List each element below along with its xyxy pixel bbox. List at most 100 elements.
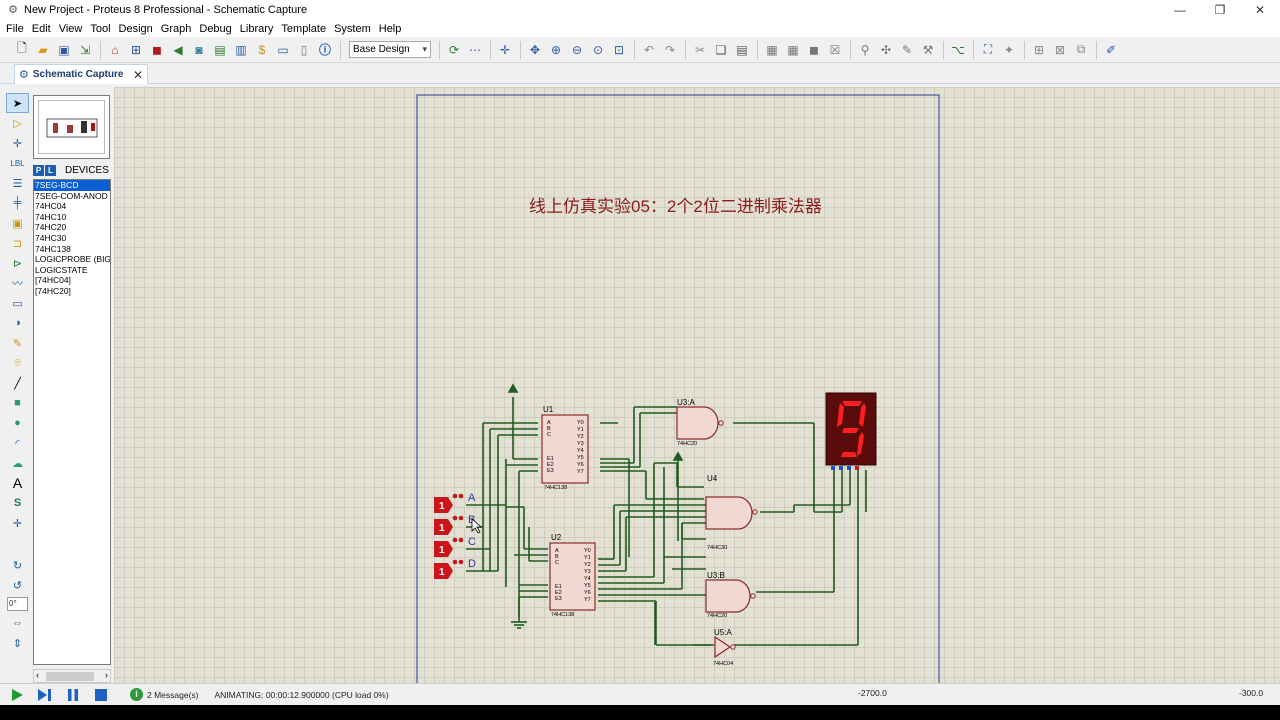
list-item[interactable]: LOGICPROBE (BIG <box>35 254 111 265</box>
notes-icon[interactable]: ▯ <box>300 42 308 57</box>
step-icon[interactable] <box>34 686 56 704</box>
bom-icon[interactable]: ▤ <box>214 42 226 57</box>
restore-icon[interactable]: ❐ <box>1214 3 1226 17</box>
menu-template[interactable]: Template <box>281 22 327 35</box>
list-item[interactable]: 74HC10 <box>35 211 67 222</box>
graph-mode-icon[interactable]: 〰 <box>12 278 23 290</box>
list-item[interactable]: 7SEG-COM-ANOD <box>35 190 108 201</box>
generator-icon[interactable]: ◑ <box>14 317 21 329</box>
library-manager-button[interactable]: L <box>45 164 56 176</box>
list-item[interactable]: LOGICSTATE <box>35 264 88 275</box>
play-icon[interactable] <box>6 686 28 704</box>
refresh-icon[interactable]: ⟳ <box>448 42 460 57</box>
cut-icon[interactable]: ✂ <box>694 42 706 57</box>
block-move-icon[interactable]: ▦ <box>787 42 799 57</box>
menu-system[interactable]: System <box>334 22 371 35</box>
list-item[interactable]: [74HC04] <box>35 275 71 286</box>
menu-file[interactable]: File <box>6 22 24 35</box>
decompose-icon[interactable]: ⚒ <box>922 42 934 57</box>
tape-recorder-icon[interactable]: ▭ <box>12 297 23 310</box>
zoom-out-icon[interactable]: ⊖ <box>571 42 583 57</box>
menu-design[interactable]: Design <box>118 22 153 35</box>
zoom-in-icon[interactable]: ⊕ <box>550 42 562 57</box>
3d-view-icon[interactable]: ◙ <box>195 42 203 57</box>
home-icon[interactable]: ⌂ <box>111 42 119 57</box>
menu-library[interactable]: Library <box>239 22 274 35</box>
marker-2d-icon[interactable]: ✛ <box>12 517 23 530</box>
list-item[interactable]: 74HC04 <box>35 201 67 212</box>
menu-view[interactable]: View <box>58 22 83 35</box>
block-delete-icon[interactable]: ☒ <box>829 42 841 57</box>
block-rotate-icon[interactable]: ◼ <box>809 42 819 57</box>
selection-mode-icon[interactable]: ➤ <box>6 93 29 113</box>
text-script-icon[interactable]: ☰ <box>12 177 23 190</box>
pick-devices-button[interactable]: P <box>33 164 44 176</box>
new-file-icon[interactable]: 🗋 <box>17 41 27 55</box>
scrollbar-thumb[interactable] <box>46 672 94 681</box>
import-icon[interactable]: ⇲ <box>79 42 91 57</box>
device-list-scrollbar[interactable]: ‹ › <box>33 669 111 683</box>
packaging-tool-icon[interactable]: ✎ <box>901 42 913 57</box>
menu-graph[interactable]: Graph <box>160 22 192 35</box>
search-tag-icon[interactable]: ⛶ <box>983 42 993 56</box>
message-count[interactable]: 2 Message(s) <box>147 689 199 700</box>
menu-edit[interactable]: Edit <box>31 22 51 35</box>
property-tool-icon[interactable]: ✦ <box>1003 42 1015 57</box>
list-item[interactable]: 74HC30 <box>35 232 67 243</box>
wire-autorouter-icon[interactable]: ⌥ <box>951 42 965 57</box>
origin-icon[interactable]: ✛ <box>499 42 511 57</box>
zoom-all-icon[interactable]: ⊙ <box>592 42 604 57</box>
pcb-icon[interactable]: ◼ <box>152 42 162 57</box>
save-icon[interactable]: ▣ <box>58 42 70 57</box>
minimize-icon[interactable]: — <box>1174 3 1186 17</box>
list-item[interactable]: 7SEG-BCD <box>34 180 110 191</box>
new-sheet-icon[interactable]: ⊞ <box>1033 42 1045 57</box>
gerber-icon[interactable]: ◀ <box>173 42 183 57</box>
device-pins-icon[interactable]: ⊳ <box>12 257 23 270</box>
stop-icon[interactable] <box>90 686 112 704</box>
grid-toggle-icon[interactable]: ⋯ <box>469 42 481 57</box>
symbol-2d-icon[interactable]: S <box>13 497 22 509</box>
close-tab-icon[interactable]: ✕ <box>132 67 143 82</box>
box-2d-icon[interactable]: ■ <box>14 397 21 409</box>
terminals-icon[interactable]: ⊐ <box>12 237 23 250</box>
source-code-icon[interactable]: ▭ <box>277 42 289 57</box>
open-folder-icon[interactable]: ▰ <box>38 42 48 57</box>
menu-debug[interactable]: Debug <box>199 22 232 35</box>
pick-device-icon[interactable]: ⚲ <box>860 42 870 57</box>
subcircuit-icon[interactable]: ▣ <box>12 217 23 230</box>
mirror-horizontal-icon[interactable]: ⇔ <box>12 617 23 629</box>
rotation-field[interactable]: 0° <box>7 597 28 611</box>
tab-schematic-capture[interactable]: ⚙ Schematic Capture ✕ <box>14 64 148 84</box>
block-copy-icon[interactable]: ▦ <box>766 42 778 57</box>
help-icon[interactable]: ⓘ <box>318 43 331 57</box>
path-2d-icon[interactable]: ☁ <box>12 457 23 470</box>
rotate-anticlockwise-icon[interactable]: ↺ <box>12 579 23 592</box>
text-2d-icon[interactable]: A <box>12 475 23 491</box>
scroll-right-icon[interactable]: › <box>105 670 108 680</box>
list-item[interactable]: 74HC138 <box>35 243 71 254</box>
message-status-icon[interactable]: i <box>130 688 143 701</box>
rotate-clockwise-icon[interactable]: ↻ <box>12 559 23 572</box>
close-icon[interactable]: ✕ <box>1254 3 1266 17</box>
make-device-icon[interactable]: ✣ <box>880 42 892 57</box>
redo-icon[interactable]: ↷ <box>664 42 676 57</box>
list-item[interactable]: 74HC20 <box>35 222 67 233</box>
design-explorer-icon[interactable]: ▥ <box>235 42 247 57</box>
schematic-icon[interactable]: ⊞ <box>130 42 142 57</box>
zoom-area-icon[interactable]: ⊡ <box>613 42 625 57</box>
virtual-instruments-icon[interactable]: ⌾ <box>14 356 21 369</box>
pan-icon[interactable]: ✥ <box>529 42 541 57</box>
paste-icon[interactable]: ▤ <box>736 42 748 57</box>
buses-icon[interactable]: ╪ <box>13 197 22 209</box>
undo-icon[interactable]: ↶ <box>643 42 655 57</box>
exit-to-parent-icon[interactable]: ⧉ <box>1076 42 1086 56</box>
scroll-left-icon[interactable]: ‹ <box>36 670 39 680</box>
wire-label-icon[interactable]: LBL <box>10 158 25 168</box>
circle-2d-icon[interactable]: ● <box>14 417 21 429</box>
arc-2d-icon[interactable]: ◜ <box>15 437 20 450</box>
remove-sheet-icon[interactable]: ⊠ <box>1054 42 1066 57</box>
menu-help[interactable]: Help <box>378 22 402 35</box>
voltage-probe-icon[interactable]: ✎ <box>12 337 23 350</box>
overview-window[interactable] <box>33 95 110 159</box>
